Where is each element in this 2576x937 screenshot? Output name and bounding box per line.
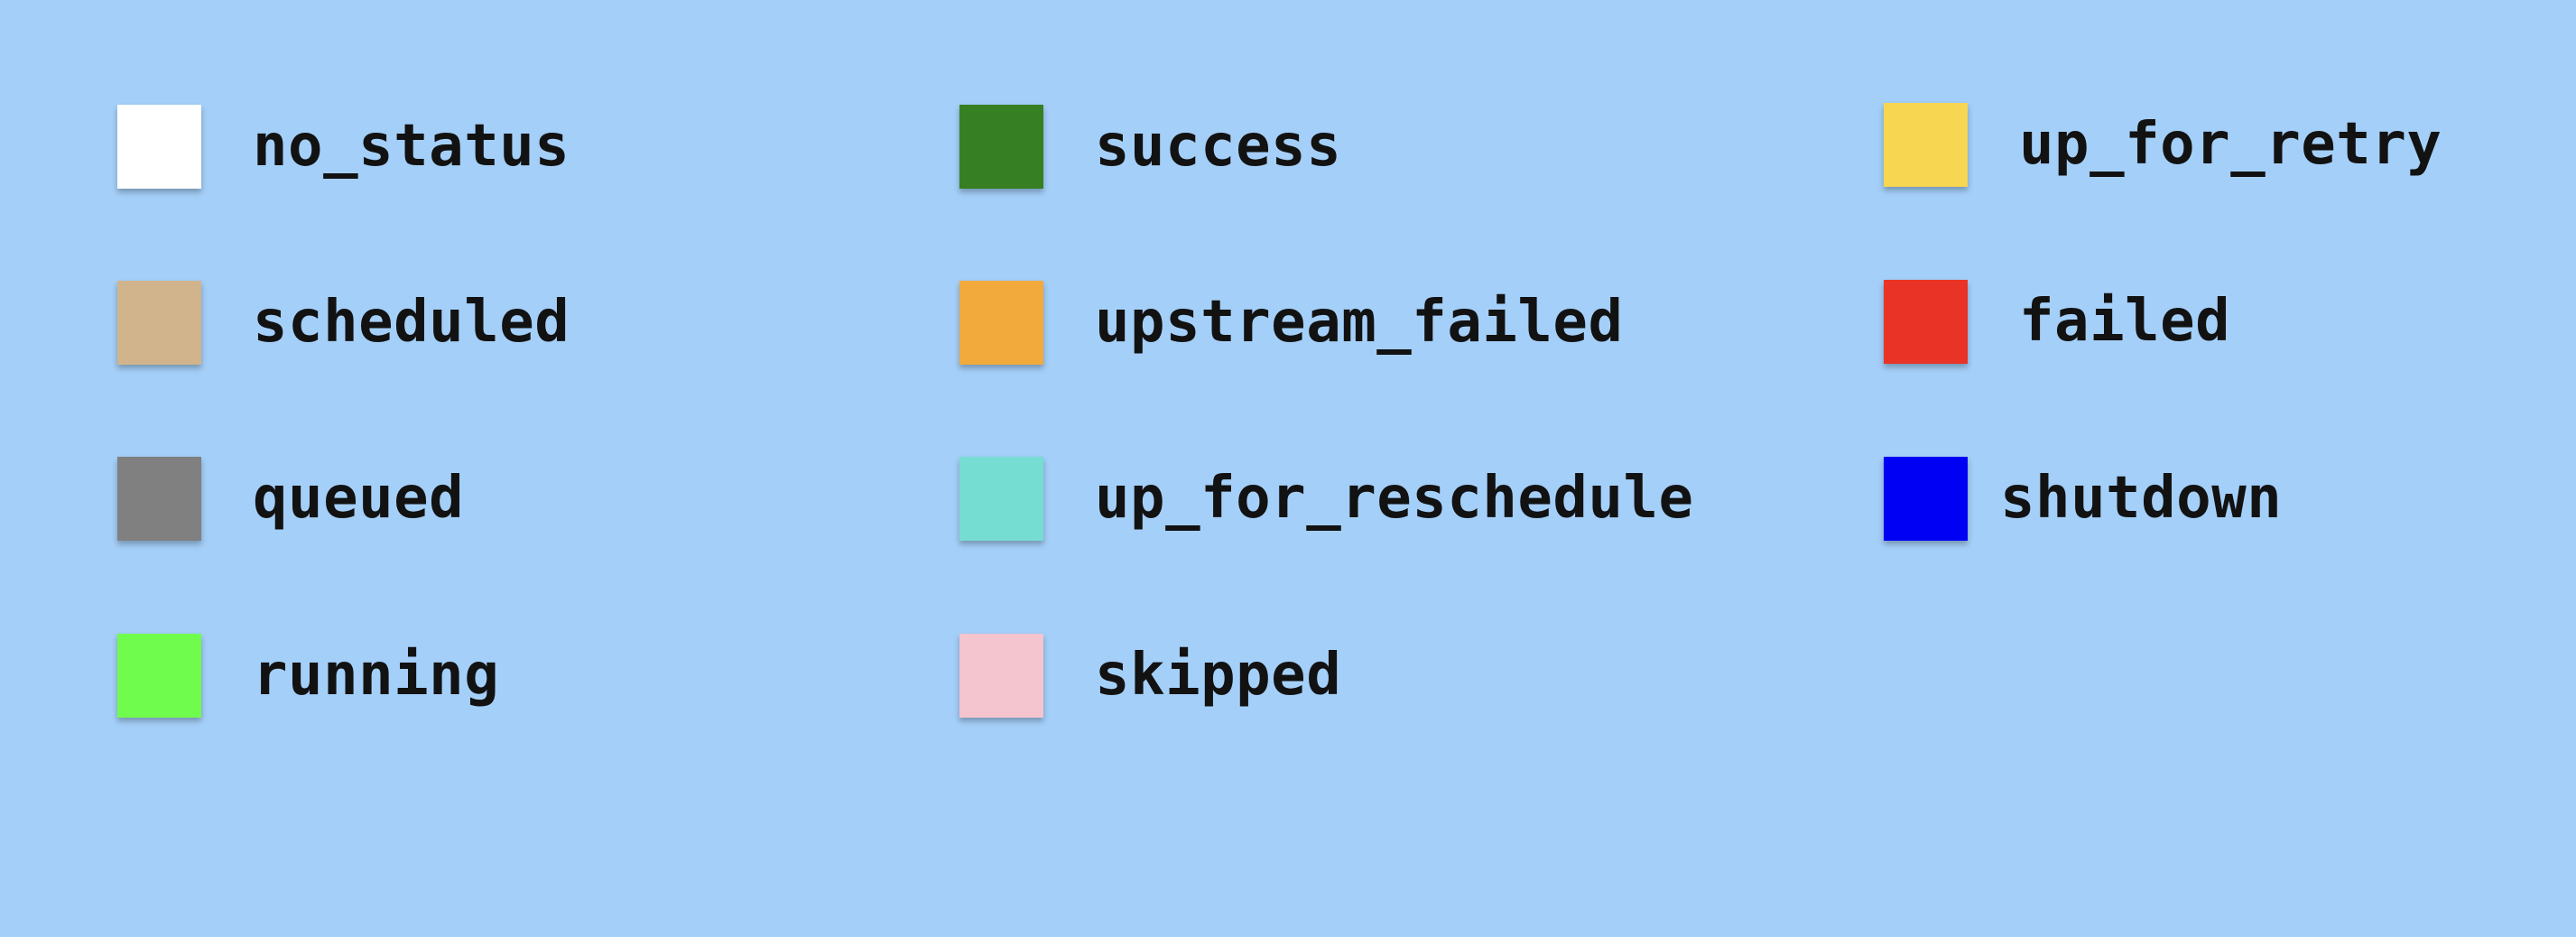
- legend-item-failed: failed: [1884, 278, 2230, 365]
- success-label: success: [1095, 113, 1342, 180]
- running-color-swatch: [117, 633, 201, 718]
- up-for-reschedule-color-swatch: [959, 456, 1043, 541]
- scheduled-color-swatch: [117, 280, 201, 365]
- shutdown-label: shutdown: [2000, 465, 2283, 532]
- upstream-failed-label: upstream_failed: [1095, 289, 1624, 356]
- running-label: running: [253, 642, 500, 709]
- queued-label: queued: [253, 465, 465, 532]
- legend-item-skipped: skipped: [959, 632, 1341, 719]
- legend-item-up-for-reschedule: up_for_reschedule: [959, 455, 1694, 542]
- no-status-color-swatch: [117, 104, 201, 189]
- skipped-label: skipped: [1095, 642, 1342, 709]
- upstream-failed-color-swatch: [959, 280, 1043, 365]
- legend-item-shutdown: shutdown: [1884, 455, 2282, 542]
- up-for-retry-label: up_for_retry: [2019, 111, 2442, 178]
- no-status-label: no_status: [253, 113, 570, 180]
- up-for-retry-color-swatch: [1884, 102, 1968, 187]
- legend-item-queued: queued: [117, 455, 464, 542]
- legend-item-running: running: [117, 632, 499, 719]
- skipped-color-swatch: [959, 633, 1043, 718]
- failed-color-swatch: [1884, 279, 1968, 364]
- legend-item-up-for-retry: up_for_retry: [1884, 101, 2442, 188]
- legend-item-success: success: [959, 103, 1341, 190]
- failed-label: failed: [2019, 288, 2231, 355]
- legend-item-no-status: no_status: [117, 103, 570, 190]
- legend-item-upstream-failed: upstream_failed: [959, 279, 1623, 366]
- scheduled-label: scheduled: [253, 289, 570, 356]
- queued-color-swatch: [117, 456, 201, 541]
- success-color-swatch: [959, 104, 1043, 189]
- shutdown-color-swatch: [1884, 456, 1968, 541]
- legend-item-scheduled: scheduled: [117, 279, 570, 366]
- up-for-reschedule-label: up_for_reschedule: [1095, 465, 1694, 532]
